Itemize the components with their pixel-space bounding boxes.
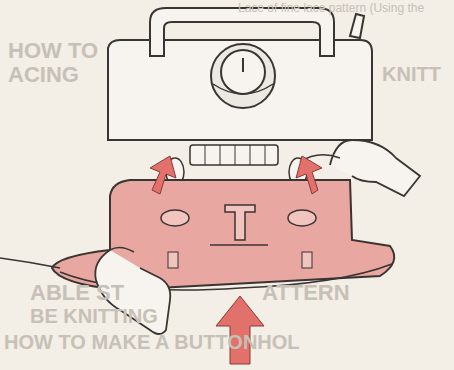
cam-buttons (190, 145, 278, 165)
hand (330, 140, 420, 196)
bleed-through-text: KNITT (382, 64, 441, 84)
lift-arrow (216, 296, 264, 364)
center-slot (225, 205, 255, 240)
carriage-tab (168, 252, 178, 268)
cam-divider (205, 145, 206, 165)
dial-knob (221, 50, 265, 94)
finger (110, 247, 134, 252)
bleed-through-text: BE KNITTING (30, 306, 158, 326)
bleed-through-text: HOW TO MAKE A BUTTONHOL (4, 332, 300, 352)
bleed-through-text: Lace of fine lace pattern (Using the (238, 2, 424, 14)
dial-ridge (213, 84, 273, 94)
cam-divider (220, 145, 221, 165)
dial-mark (242, 58, 244, 72)
lever (350, 14, 364, 38)
carriage-hole (161, 210, 189, 226)
carriage-tab (302, 252, 312, 268)
bleed-through-text: HOW TO (8, 40, 98, 62)
cam-divider (265, 145, 266, 165)
carriage-hole (288, 210, 316, 226)
yarn (0, 258, 60, 268)
cam-divider (250, 145, 251, 165)
bleed-through-text: ATTERN (262, 282, 350, 304)
cam-divider (235, 145, 236, 165)
bleed-through-text: ACING (8, 64, 79, 86)
dial-outer (211, 44, 275, 108)
bleed-through-text: ABLE ST (30, 282, 124, 304)
push-arrow (150, 156, 176, 194)
carriage-line (210, 244, 268, 246)
push-arrow (296, 156, 322, 194)
